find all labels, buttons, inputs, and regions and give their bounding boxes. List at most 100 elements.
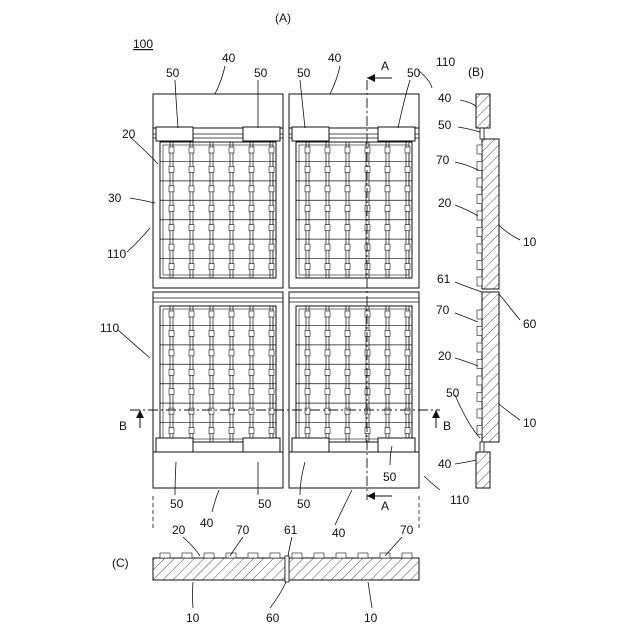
- cell-tab: [169, 264, 174, 270]
- cell-tab: [385, 369, 390, 375]
- label-40: 40: [222, 51, 236, 65]
- side-cell: [477, 310, 482, 319]
- cell-tab: [385, 166, 390, 172]
- cell-tab: [365, 264, 370, 270]
- cell-tab: [405, 186, 410, 192]
- side-cell: [477, 393, 482, 402]
- cell-tab: [345, 205, 350, 211]
- cell-tab: [305, 186, 310, 192]
- cell-tab: [405, 369, 410, 375]
- cell-tab: [385, 350, 390, 356]
- bottom-cell: [270, 553, 280, 558]
- label-110: 110: [436, 55, 455, 69]
- cell-tab: [189, 225, 194, 231]
- cell-tab: [189, 147, 194, 153]
- cell-tab: [229, 264, 234, 270]
- cell-tab: [189, 330, 194, 336]
- label-60: 60: [266, 611, 280, 625]
- cell-tab: [249, 428, 254, 434]
- cell-tab: [269, 408, 274, 414]
- label-50: 50: [166, 66, 180, 80]
- cell-tab: [269, 225, 274, 231]
- side-frame-bottom: [476, 452, 490, 488]
- cell-tab: [305, 330, 310, 336]
- cell-tab: [305, 166, 310, 172]
- cell-tab: [325, 311, 330, 317]
- cell-tab: [229, 389, 234, 395]
- cell-tab: [249, 147, 254, 153]
- cell-tab: [189, 389, 194, 395]
- label-20: 20: [122, 127, 136, 141]
- cell-tab: [385, 205, 390, 211]
- cell-tab: [249, 330, 254, 336]
- cell-tab: [229, 225, 234, 231]
- bottom-cell: [336, 553, 346, 558]
- label-30: 30: [108, 191, 122, 205]
- cell-tab: [249, 311, 254, 317]
- label-10: 10: [523, 416, 537, 430]
- cell-tab: [169, 389, 174, 395]
- cell-tab: [345, 350, 350, 356]
- cell-tab: [169, 186, 174, 192]
- cell-tab: [305, 264, 310, 270]
- cell-tab: [365, 428, 370, 434]
- cell-tab: [365, 186, 370, 192]
- label-50: 50: [297, 66, 311, 80]
- cell-tab: [405, 147, 410, 153]
- connector-50: [243, 438, 280, 452]
- label-20: 20: [172, 523, 186, 537]
- cell-tab: [209, 389, 214, 395]
- cell-tab: [385, 186, 390, 192]
- side-cells: [477, 145, 482, 435]
- cell-tab: [365, 311, 370, 317]
- cell-tab: [229, 350, 234, 356]
- cell-tab: [365, 350, 370, 356]
- cell-tab: [249, 389, 254, 395]
- cell-tab: [189, 311, 194, 317]
- cell-tab: [229, 147, 234, 153]
- label-20: 20: [438, 196, 452, 210]
- side-cell: [477, 244, 482, 253]
- cell-tab: [365, 244, 370, 250]
- label-50: 50: [446, 386, 460, 400]
- connector-50: [243, 127, 280, 141]
- cell-tab: [345, 311, 350, 317]
- cell-tab: [269, 264, 274, 270]
- cell-tab: [325, 350, 330, 356]
- cell-tab: [169, 166, 174, 172]
- cell-tab: [209, 330, 214, 336]
- side-cell: [477, 409, 482, 418]
- cell-tab: [305, 428, 310, 434]
- cell-tab: [345, 225, 350, 231]
- cell-tab: [345, 244, 350, 250]
- cell-tab: [365, 389, 370, 395]
- cell-tab: [209, 205, 214, 211]
- label-50: 50: [254, 66, 268, 80]
- arrow-a-bottom: [367, 492, 375, 500]
- cell-tab: [189, 244, 194, 250]
- cell-tab: [269, 350, 274, 356]
- label-60: 60: [523, 317, 537, 331]
- cell-tab: [209, 147, 214, 153]
- cell-tab: [169, 330, 174, 336]
- cell-tab: [249, 166, 254, 172]
- cell-tab: [189, 264, 194, 270]
- cell-tab: [269, 330, 274, 336]
- side-module-upper: [482, 139, 499, 289]
- plan-view: [130, 74, 440, 530]
- cell-tab: [189, 428, 194, 434]
- side-cell: [477, 162, 482, 171]
- connector-50: [292, 438, 329, 452]
- side-cell: [477, 343, 482, 352]
- cell-tab: [385, 389, 390, 395]
- cell-tab: [269, 311, 274, 317]
- bottom-cell: [292, 553, 302, 558]
- bottom-cell: [314, 553, 324, 558]
- cell-tab: [325, 428, 330, 434]
- cell-tab: [269, 147, 274, 153]
- bottom-section: [153, 553, 419, 582]
- label-70: 70: [436, 153, 450, 167]
- cell-tab: [209, 369, 214, 375]
- cell-tab: [345, 428, 350, 434]
- cell-tab: [405, 311, 410, 317]
